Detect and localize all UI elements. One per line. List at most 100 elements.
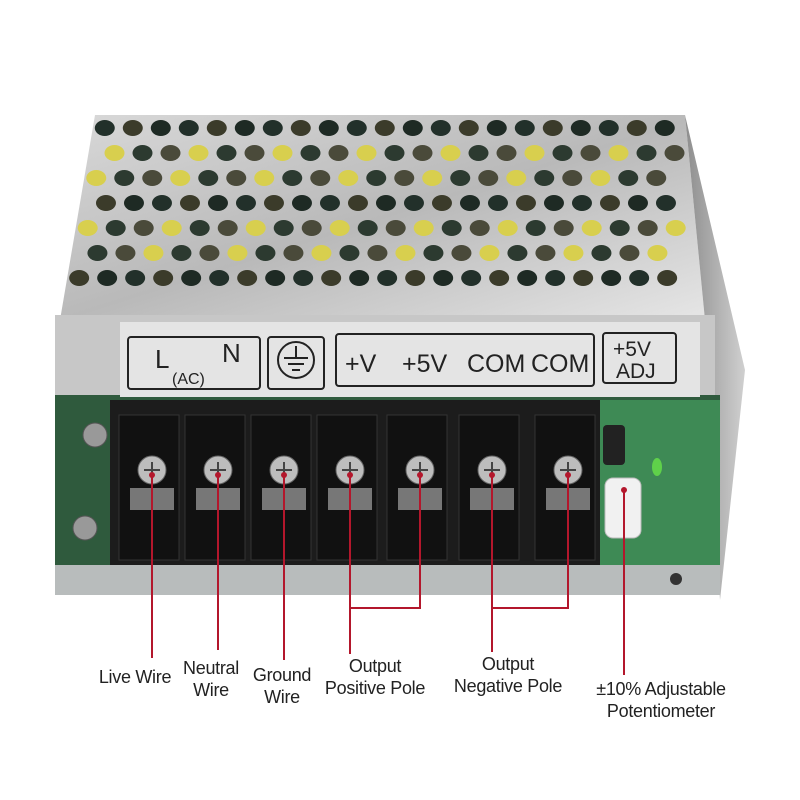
callout-text: Neutral — [183, 658, 239, 678]
vent-hole — [573, 270, 594, 286]
vent-hole — [459, 195, 480, 211]
vent-hole — [105, 220, 126, 236]
vent-hole — [198, 170, 219, 186]
vent-hole — [486, 120, 507, 136]
vent-hole — [255, 245, 276, 261]
vent-hole — [524, 145, 545, 161]
vent-hole — [123, 195, 144, 211]
vent-hole — [517, 270, 538, 286]
vent-hole — [468, 145, 489, 161]
callout-output-negative: Output Negative Pole — [454, 653, 562, 697]
ventilation-holes — [69, 120, 686, 286]
vent-hole — [282, 170, 303, 186]
vent-hole — [590, 170, 611, 186]
vent-hole — [291, 195, 312, 211]
vent-hole — [244, 145, 265, 161]
vent-hole — [430, 120, 451, 136]
vent-hole — [571, 195, 592, 211]
vent-hole — [171, 245, 192, 261]
vent-hole — [318, 120, 339, 136]
vent-hole — [114, 170, 135, 186]
vent-hole — [570, 120, 591, 136]
vent-hole — [601, 270, 622, 286]
vent-hole — [133, 220, 154, 236]
callout-text: Live Wire — [98, 667, 172, 687]
vent-hole — [357, 220, 378, 236]
vent-hole — [553, 220, 574, 236]
callout-text: Wire — [264, 687, 300, 707]
vent-hole — [450, 170, 471, 186]
callout-live-wire: Live Wire — [98, 666, 172, 688]
label-adj-top: +5V — [613, 338, 651, 361]
label-out-4: COM — [531, 350, 589, 378]
vent-hole — [489, 270, 510, 286]
vent-hole — [262, 120, 283, 136]
vent-hole — [608, 145, 629, 161]
vent-hole — [206, 120, 227, 136]
vent-hole — [431, 195, 452, 211]
vent-hole — [581, 220, 602, 236]
vent-hole — [217, 220, 238, 236]
vent-hole — [405, 270, 426, 286]
vent-hole — [216, 145, 237, 161]
vent-hole — [338, 170, 359, 186]
vent-hole — [507, 245, 528, 261]
negative-line — [491, 475, 569, 609]
vent-hole — [636, 145, 657, 161]
vent-hole — [319, 195, 340, 211]
vent-hole — [179, 195, 200, 211]
vent-hole — [441, 220, 462, 236]
vent-hole — [412, 145, 433, 161]
vent-hole — [283, 245, 304, 261]
vent-hole — [366, 170, 387, 186]
vent-hole — [665, 220, 686, 236]
vent-hole — [627, 195, 648, 211]
vent-hole — [189, 220, 210, 236]
vent-hole — [367, 245, 388, 261]
vent-hole — [385, 220, 406, 236]
vent-hole — [402, 120, 423, 136]
vent-hole — [329, 220, 350, 236]
vent-hole — [97, 270, 118, 286]
vent-hole — [356, 145, 377, 161]
vent-hole — [272, 145, 293, 161]
vent-hole — [300, 145, 321, 161]
vent-hole — [403, 195, 424, 211]
vent-hole — [629, 270, 650, 286]
vent-hole — [310, 170, 331, 186]
mount-screw — [82, 422, 108, 448]
vent-hole — [591, 245, 612, 261]
vent-hole — [170, 170, 191, 186]
vent-hole — [487, 195, 508, 211]
vent-hole — [115, 245, 136, 261]
vent-hole — [161, 220, 182, 236]
callout-neutral-wire: Neutral Wire — [183, 657, 239, 701]
ground-icon — [277, 341, 315, 379]
vent-hole — [451, 245, 472, 261]
label-out-3: COM — [467, 350, 525, 378]
callout-output-positive: Output Positive Pole — [325, 655, 425, 699]
terminal-screws — [118, 414, 596, 561]
vent-hole — [496, 145, 517, 161]
vent-hole — [609, 220, 630, 236]
vent-hole — [664, 145, 685, 161]
label-l: L — [155, 344, 169, 374]
vent-hole — [655, 195, 676, 211]
vent-hole — [150, 120, 171, 136]
terminal-screw-6 — [458, 414, 520, 561]
vent-hole — [293, 270, 314, 286]
vent-hole — [181, 270, 202, 286]
callout-potentiometer: ±10% Adjustable Potentiometer — [596, 678, 726, 722]
vent-hole — [346, 120, 367, 136]
terminal-screw-1 — [118, 414, 180, 561]
label-n: N — [222, 338, 241, 368]
vent-hole — [637, 220, 658, 236]
vent-hole — [235, 195, 256, 211]
vent-hole — [497, 220, 518, 236]
vent-hole — [375, 195, 396, 211]
vent-hole — [226, 170, 247, 186]
vent-hole — [207, 195, 228, 211]
vent-hole — [657, 270, 678, 286]
vent-hole — [227, 245, 248, 261]
terminal-screw-3 — [250, 414, 312, 561]
